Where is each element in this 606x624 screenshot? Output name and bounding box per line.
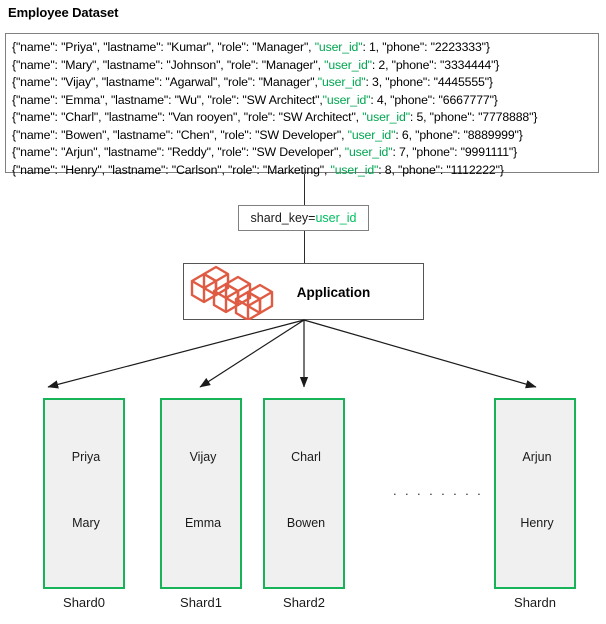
shard-record-name: Arjun	[522, 450, 552, 464]
record-prefix: {"name": "Emma", "lastname": "Wu", "role…	[12, 92, 323, 107]
shard-record-name: Priya	[71, 450, 101, 464]
dataset-record-row: {"name": "Vijay", "lastname": "Agarwal",…	[12, 74, 592, 92]
dataset-record-row: {"name": "Emma", "lastname": "Wu", "role…	[12, 92, 592, 110]
employee-dataset-box: {"name": "Priya", "lastname": "Kumar", "…	[5, 33, 599, 177]
shard-label-0: Shard0	[63, 595, 105, 610]
application-box: Application	[183, 263, 424, 320]
record-user-id-key: "user_id"	[344, 145, 393, 159]
connector-shardkey-to-application	[304, 231, 305, 263]
record-user-id-key: "user_id"	[330, 162, 379, 177]
shard-box-n: Arjun Henry	[494, 398, 576, 589]
record-prefix: {"name": "Vijay", "lastname": "Agarwal",…	[12, 75, 318, 89]
record-prefix: {"name": "Charl", "lastname": "Van rooye…	[12, 110, 363, 124]
record-user-id-key: "user_id"	[317, 75, 366, 89]
record-user-id-key: "user_id"	[347, 127, 396, 142]
ellipsis: . . . . . . . .	[393, 483, 484, 498]
dataset-record-row: {"name": "Arjun", "lastname": "Reddy", "…	[12, 144, 592, 162]
record-suffix: : 3, "phone": "4445555"}	[365, 75, 494, 89]
arrow-to-shard0	[47, 319, 305, 389]
shard-box-1: Vijay Emma	[160, 398, 242, 589]
shard-record-name: Vijay	[189, 450, 217, 464]
connector-dataset-to-shardkey	[304, 174, 305, 205]
record-suffix: : 7, "phone": "9991111"}	[392, 145, 518, 159]
shard-key-box: shard_key=user_id	[238, 205, 369, 231]
dataset-record-row: {"name": "Henry", "lastname": "Carlson",…	[12, 162, 592, 180]
record-user-id-key: "user_id"	[362, 110, 410, 124]
shard-box-0: Priya Mary	[43, 398, 125, 589]
record-prefix: {"name": "Mary", "lastname": "Johnson", …	[12, 57, 325, 72]
shard-key-value: user_id	[315, 211, 357, 225]
shard-record-name: Charl	[291, 450, 321, 464]
shard-record-name: Mary	[72, 516, 100, 530]
record-prefix: {"name": "Bowen", "lastname": "Chen", "r…	[12, 127, 348, 142]
record-prefix: {"name": "Arjun", "lastname": "Reddy", "…	[12, 145, 345, 159]
cubes-icon	[190, 265, 274, 320]
dataset-record-row: {"name": "Bowen", "lastname": "Chen", "r…	[12, 127, 592, 145]
record-suffix: : 2, "phone": "3334444"}	[371, 57, 500, 72]
distribution-arrows	[47, 319, 537, 389]
record-suffix: : 1, "phone": "2223333"}	[362, 40, 490, 54]
record-prefix: {"name": "Henry", "lastname": "Carlson",…	[12, 162, 331, 177]
shard-label-2: Shard2	[283, 595, 325, 610]
page-title: Employee Dataset	[8, 5, 119, 20]
shard-box-2: Charl Bowen	[263, 398, 345, 589]
record-suffix: : 5, "phone": "7778888"}	[409, 110, 538, 124]
record-suffix: : 8, "phone": "1112222"}	[378, 162, 504, 177]
shard-label-n: Shardn	[514, 595, 556, 610]
record-user-id-key: "user_id"	[324, 57, 372, 72]
shard-label-1: Shard1	[180, 595, 222, 610]
record-user-id-key: "user_id"	[314, 40, 363, 54]
shard-record-name: Henry	[520, 516, 554, 530]
arrow-to-shard1	[199, 319, 305, 388]
record-prefix: {"name": "Priya", "lastname": "Kumar", "…	[12, 40, 315, 54]
shard-key-label: shard_key=	[250, 211, 316, 225]
dataset-record-row: {"name": "Priya", "lastname": "Kumar", "…	[12, 39, 592, 57]
dataset-record-row: {"name": "Charl", "lastname": "Van rooye…	[12, 109, 592, 127]
dataset-record-row: {"name": "Mary", "lastname": "Johnson", …	[12, 57, 592, 75]
record-suffix: : 4, "phone": "6667777"}	[370, 92, 498, 107]
record-suffix: : 6, "phone": "8889999"}	[395, 127, 523, 142]
application-label: Application	[296, 285, 371, 300]
shard-record-name: Emma	[184, 516, 222, 530]
arrow-to-shardn	[303, 319, 537, 389]
record-user-id-key: "user_id"	[322, 92, 371, 107]
shard-record-name: Bowen	[286, 516, 326, 530]
